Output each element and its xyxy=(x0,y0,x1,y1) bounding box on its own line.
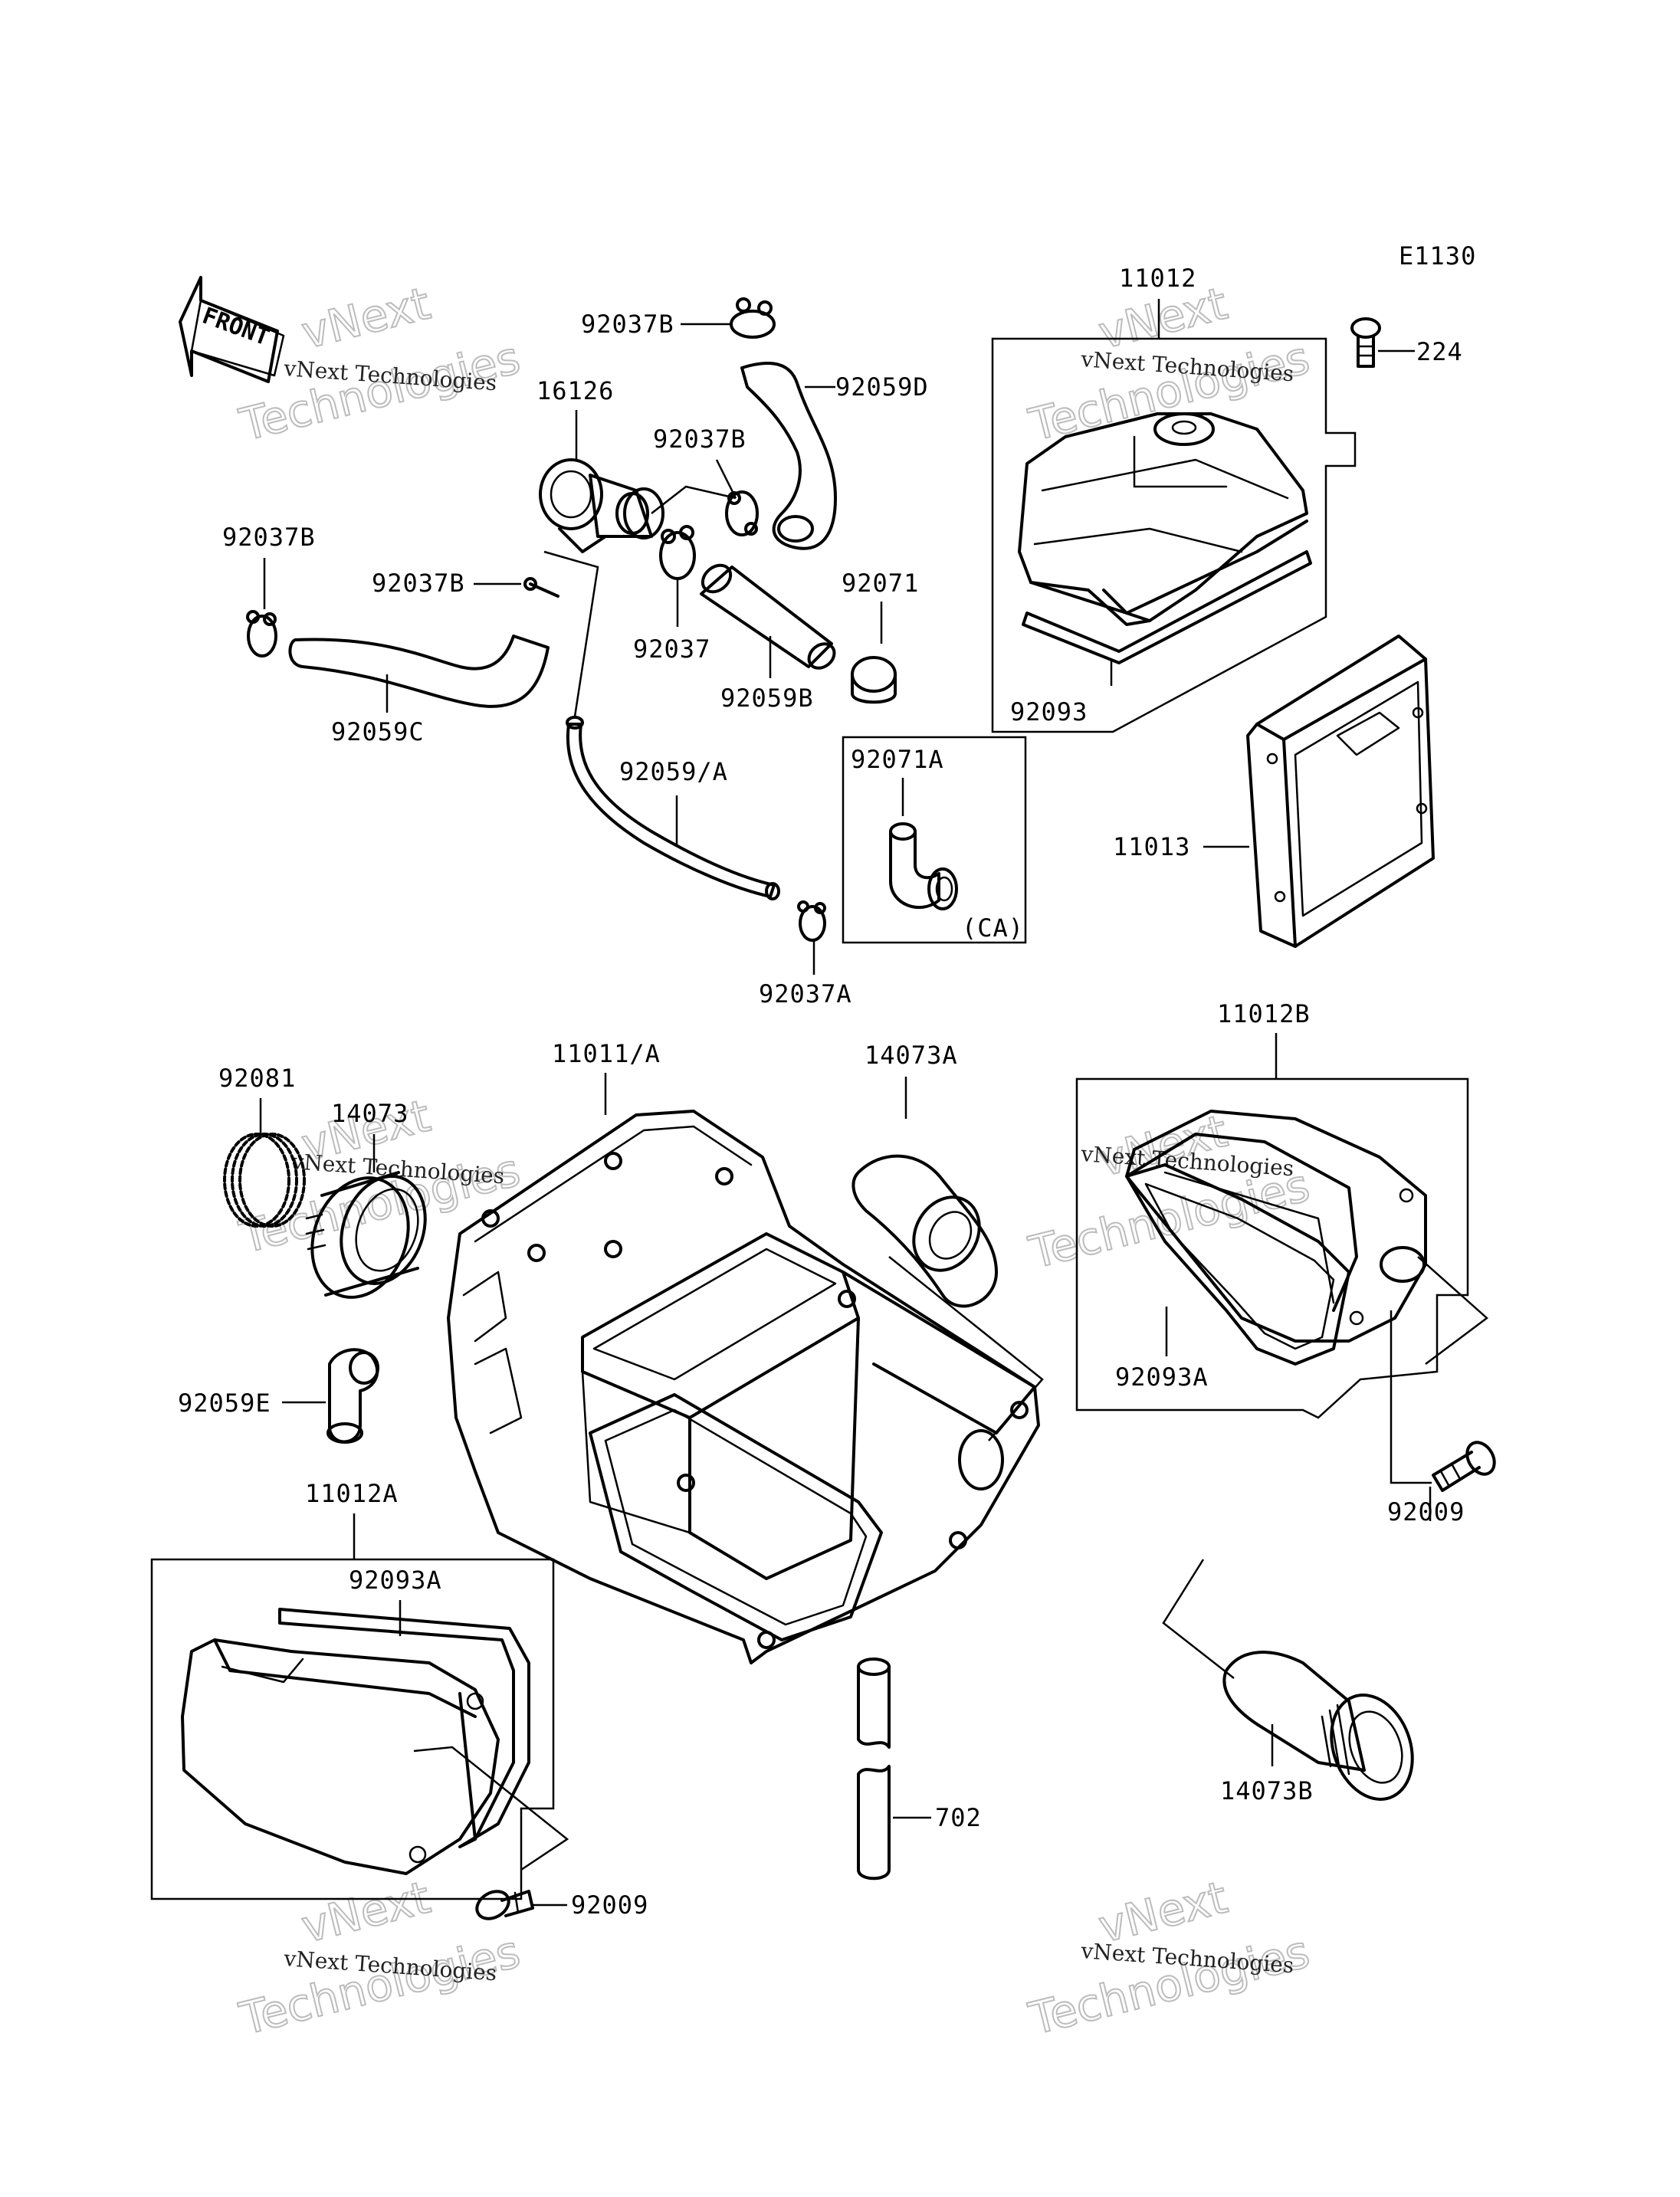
part-label: 92059/A xyxy=(619,757,728,786)
part-label: 92037B xyxy=(222,523,316,552)
watermark-big-line2: Technologies xyxy=(1024,1925,1314,2045)
tube-icon xyxy=(857,1658,891,1881)
gasket-icon xyxy=(278,1608,530,1848)
part-label: 92037B xyxy=(653,425,746,454)
part-label: 92071 xyxy=(842,569,919,598)
part-label: 92093A xyxy=(1115,1362,1209,1392)
part-label: 11013 xyxy=(1113,832,1190,861)
assembly-box-11012 xyxy=(991,337,1357,733)
clip-icon xyxy=(659,525,696,580)
part-label: 92037A xyxy=(759,979,852,1008)
intake-duct-icon xyxy=(1222,1651,1414,1801)
hose-icon xyxy=(740,362,837,550)
screw-icon xyxy=(1350,317,1381,368)
part-label: 11012A xyxy=(305,1479,399,1508)
variant-box-92071A xyxy=(842,736,1027,944)
part-label: 92009 xyxy=(1387,1497,1465,1526)
part-label: 14073A xyxy=(865,1041,958,1070)
clip-icon xyxy=(797,900,826,942)
part-label: (CA) xyxy=(962,913,1024,943)
diagram-code: E1130 xyxy=(1399,241,1476,271)
watermark-big-line1: vNext xyxy=(297,277,435,359)
part-label: 11012B xyxy=(1217,999,1311,1028)
elbow-fitting-icon xyxy=(889,822,958,910)
spring-icon xyxy=(223,1133,306,1228)
part-label: 92037 xyxy=(633,635,710,664)
air-cleaner-side-cover-icon xyxy=(181,1638,500,1875)
part-label: 11011/A xyxy=(552,1039,661,1068)
part-label: 14073 xyxy=(331,1099,409,1128)
hose-icon xyxy=(566,723,776,898)
part-label: 92059C xyxy=(331,717,425,746)
part-label: 16126 xyxy=(536,376,614,405)
part-label: 92009 xyxy=(571,1890,648,1920)
front-label: FRONT xyxy=(199,303,273,352)
intake-duct-icon xyxy=(851,1154,998,1308)
part-label: 92081 xyxy=(218,1064,296,1093)
watermark-top-left: vNext Technologies vNext Technologies xyxy=(234,277,526,452)
part-label: 702 xyxy=(935,1803,982,1832)
clip-icon xyxy=(725,490,759,536)
clip-icon xyxy=(246,610,277,657)
air-cleaner-top-cover-icon xyxy=(1018,412,1308,626)
part-label: 11012 xyxy=(1119,264,1196,293)
part-label: 224 xyxy=(1416,337,1463,366)
elbow-hose-icon xyxy=(326,1348,379,1444)
watermark-top-right: vNext Technologies vNext Technologies xyxy=(1023,277,1315,452)
front-arrow-icon: FRONT xyxy=(179,276,285,383)
clip-icon xyxy=(730,297,776,339)
grommet-icon xyxy=(851,656,897,704)
filter-element-icon xyxy=(1246,635,1435,948)
air-cleaner-housing-icon xyxy=(447,1110,1040,1664)
part-label: 14073B xyxy=(1220,1776,1314,1805)
screw-icon xyxy=(1432,1441,1496,1492)
gasket-icon xyxy=(1125,1163,1350,1366)
watermark-big-line2: Technologies xyxy=(1024,331,1314,451)
part-label: 92093 xyxy=(1010,697,1088,726)
part-label: 92093A xyxy=(349,1566,442,1595)
watermark-mid-left: vNext Technologies vNext Technologies xyxy=(234,1089,526,1264)
part-label: 92071A xyxy=(851,745,944,774)
part-label: 92037B xyxy=(372,569,465,598)
part-label: 92037B xyxy=(581,310,674,339)
assembly-box-11012A xyxy=(150,1558,555,1900)
assembly-box-11012B xyxy=(1075,1077,1469,1419)
watermark-big-line1: vNext xyxy=(297,1871,435,1953)
watermark-bottom-right: vNext Technologies vNext Technologies xyxy=(1023,1871,1315,2046)
clip-icon xyxy=(523,577,559,598)
part-label: 92059B xyxy=(720,684,814,713)
gasket-icon xyxy=(1022,550,1312,664)
screw-icon xyxy=(475,1890,534,1920)
breather-valve-icon xyxy=(539,458,664,553)
hose-icon xyxy=(288,635,550,708)
hose-icon xyxy=(700,563,836,670)
part-label: 92059D xyxy=(835,372,929,402)
intake-duct-icon xyxy=(305,1171,427,1299)
part-label: 92059E xyxy=(178,1389,271,1418)
watermark-big-line2: Technologies xyxy=(235,1925,525,2045)
